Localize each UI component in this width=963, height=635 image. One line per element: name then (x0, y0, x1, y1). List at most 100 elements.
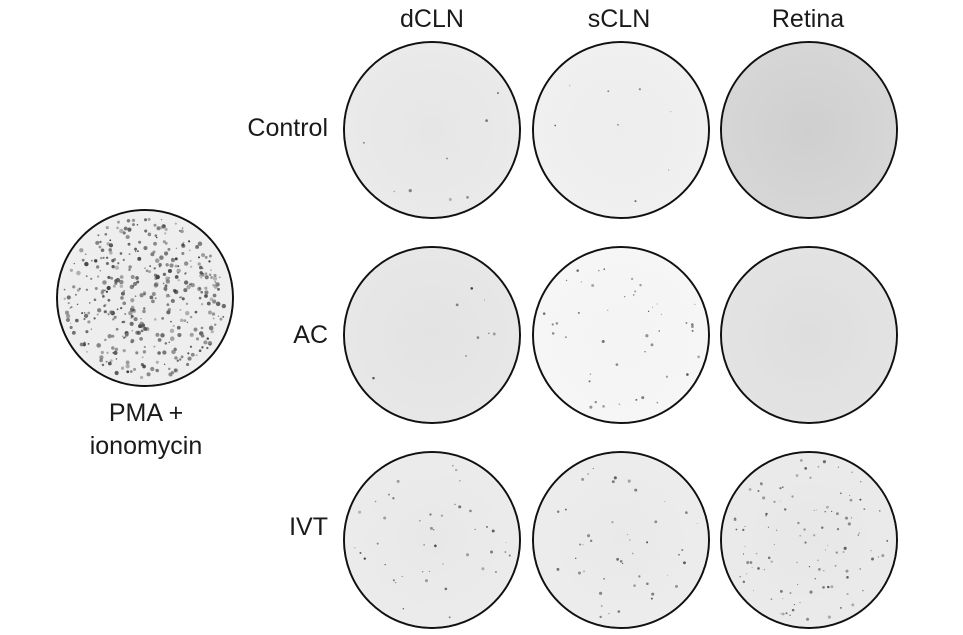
spot (508, 554, 511, 557)
spot (113, 350, 118, 356)
spot (123, 226, 128, 231)
spot (136, 280, 140, 284)
spot (170, 370, 175, 375)
spot (668, 169, 670, 171)
spot (159, 266, 161, 268)
spot (555, 322, 559, 325)
spot (863, 508, 866, 511)
spot (465, 354, 468, 357)
spot (181, 243, 185, 247)
spot (189, 345, 193, 348)
spot (162, 272, 167, 277)
spot (565, 336, 567, 339)
spot (208, 254, 212, 258)
spot (877, 556, 880, 558)
spot (160, 218, 163, 221)
spot (742, 528, 745, 532)
spot (64, 310, 70, 315)
spot (428, 570, 430, 573)
spot (174, 275, 179, 279)
spot (594, 400, 597, 404)
spot (212, 293, 217, 298)
spot (83, 312, 86, 314)
spot (776, 529, 778, 531)
spot (844, 516, 848, 520)
spot (870, 550, 872, 552)
well-background (58, 211, 232, 385)
spot (757, 567, 760, 570)
spot (190, 352, 195, 357)
spot (186, 284, 191, 290)
spot (851, 471, 853, 474)
spot (167, 367, 171, 371)
well-texture (345, 43, 519, 217)
spot (691, 329, 694, 332)
spot (107, 298, 111, 302)
spot (579, 543, 582, 546)
well-texture (345, 453, 519, 627)
spot (126, 219, 131, 223)
well-ivt-scln (532, 451, 710, 629)
spot (763, 569, 766, 571)
spot (148, 270, 152, 274)
spot (204, 275, 209, 280)
spot (168, 277, 171, 279)
spot (697, 355, 701, 359)
spot (155, 332, 160, 337)
spot (656, 401, 659, 404)
well-ivt-dcln (343, 451, 521, 629)
spot (217, 315, 220, 318)
spot (646, 582, 649, 586)
spot (505, 542, 507, 544)
spot (836, 528, 840, 531)
spot (63, 297, 66, 300)
spot (206, 346, 209, 350)
spot (72, 285, 76, 289)
spot (135, 330, 140, 335)
spot (858, 532, 861, 534)
spot (213, 323, 217, 326)
spot (581, 477, 585, 481)
spot (210, 269, 212, 271)
spot (812, 534, 816, 537)
spot (845, 569, 849, 573)
spot (466, 196, 469, 199)
spot (204, 255, 208, 259)
spot (221, 303, 226, 309)
spot (444, 587, 448, 591)
spot (197, 262, 201, 266)
spot (93, 317, 96, 320)
spot (183, 288, 188, 293)
spot (128, 265, 132, 269)
spot (214, 281, 217, 283)
spot (164, 284, 168, 288)
spot (106, 351, 109, 355)
spot (824, 549, 827, 551)
spot (115, 358, 118, 360)
spot (143, 293, 146, 296)
spot (100, 291, 104, 295)
spot (176, 325, 181, 330)
spot (176, 359, 179, 362)
spot (779, 589, 783, 593)
spot (804, 467, 808, 470)
spot (565, 279, 568, 282)
spot (99, 256, 103, 260)
spot (608, 612, 610, 615)
spot (142, 309, 146, 314)
spot (152, 250, 156, 254)
spot (83, 341, 86, 344)
spot (142, 350, 147, 354)
spot (781, 612, 785, 616)
spot (112, 284, 116, 288)
spot (95, 240, 100, 245)
spot (448, 198, 452, 201)
spot (135, 276, 139, 280)
spot (188, 240, 191, 243)
spot (104, 338, 107, 342)
spot (146, 372, 151, 377)
spot (96, 275, 100, 278)
spot (137, 250, 139, 252)
spot (113, 258, 117, 261)
spot (392, 497, 395, 500)
